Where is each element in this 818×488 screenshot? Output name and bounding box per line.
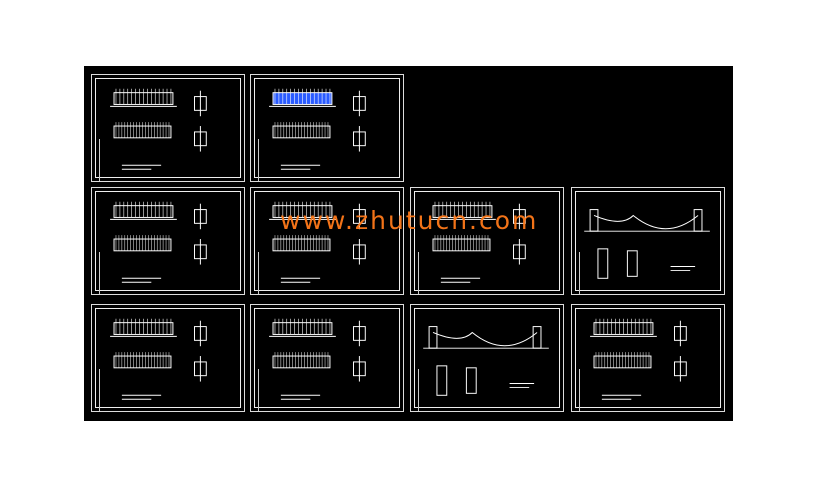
watermark: www.zhutucn.com xyxy=(280,206,539,235)
sheet-linework xyxy=(269,318,366,400)
sheet-frame xyxy=(575,308,721,408)
sheet-linework xyxy=(110,201,207,283)
title-block xyxy=(251,368,259,411)
sheet-linework xyxy=(110,318,207,400)
sheet-frame xyxy=(414,191,560,291)
sheet-linework xyxy=(110,88,207,170)
drawing-sheet[interactable] xyxy=(91,187,245,295)
sheet-linework xyxy=(429,201,526,283)
drawing-sheet[interactable] xyxy=(250,304,404,412)
title-block xyxy=(92,251,100,294)
sheet-linework xyxy=(423,326,549,396)
sheet-linework xyxy=(269,201,366,283)
drawing-sheet[interactable] xyxy=(250,74,404,182)
sheet-frame xyxy=(95,308,241,408)
sheet-frame xyxy=(254,191,400,291)
title-block xyxy=(572,368,580,411)
drawing-sheet[interactable] xyxy=(250,187,404,295)
sheet-linework xyxy=(584,209,710,279)
sheet-frame xyxy=(95,191,241,291)
title-block xyxy=(411,368,419,411)
title-block xyxy=(572,251,580,294)
drawing-sheet[interactable] xyxy=(91,304,245,412)
sheet-frame xyxy=(254,78,400,178)
title-block xyxy=(251,138,259,181)
sheet-frame xyxy=(414,308,560,408)
title-block xyxy=(251,251,259,294)
drawing-sheet[interactable] xyxy=(571,304,725,412)
drawing-sheet[interactable] xyxy=(410,304,564,412)
title-block xyxy=(92,368,100,411)
sheet-frame xyxy=(95,78,241,178)
drawing-sheet[interactable] xyxy=(91,74,245,182)
drawing-sheet[interactable] xyxy=(410,187,564,295)
sheet-frame xyxy=(254,308,400,408)
sheet-linework xyxy=(590,318,687,400)
cad-drawing-canvas xyxy=(84,66,733,421)
title-block xyxy=(92,138,100,181)
drawing-sheet[interactable] xyxy=(571,187,725,295)
title-block xyxy=(411,251,419,294)
sheet-frame xyxy=(575,191,721,291)
sheet-linework xyxy=(269,88,366,170)
